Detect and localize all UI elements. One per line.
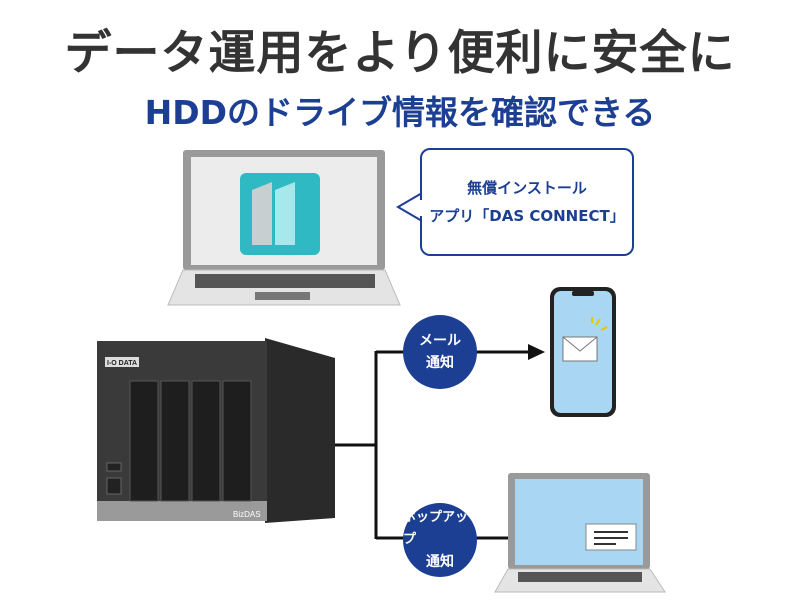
bubble-line2: アプリ「DAS CONNECT」 <box>429 207 625 225</box>
bubble-tail <box>396 192 423 222</box>
bubble-line1: 無償インストール <box>467 179 587 197</box>
popup-notice-line1: ポップアップ <box>403 510 469 547</box>
popup-notice-badge: ポップアップ 通知 <box>403 503 477 577</box>
subheadline: HDDのドライブ情報を確認できる <box>144 93 656 132</box>
das-device-illustration: I-O DATA BizDAS <box>97 338 335 523</box>
laptop-app-illustration <box>167 150 401 306</box>
mail-notice-badge: メール 通知 <box>403 315 477 389</box>
arrow-icon <box>528 344 545 360</box>
envelope-icon <box>562 336 598 362</box>
das-connect-app-icon <box>240 173 320 255</box>
smartphone-illustration <box>550 287 616 417</box>
laptop-popup-illustration <box>494 473 666 593</box>
model-logo: BizDAS <box>233 510 261 519</box>
mail-notice-line2: 通知 <box>426 355 454 371</box>
mail-notice-line1: メール <box>419 333 461 349</box>
popup-notice-line2: 通知 <box>426 554 454 570</box>
headline: データ運用をより便利に安全に <box>64 26 736 81</box>
app-callout-bubble: 無償インストール アプリ「DAS CONNECT」 <box>420 148 634 256</box>
popup-window-icon <box>585 523 637 551</box>
brand-logo: I-O DATA <box>107 360 137 367</box>
